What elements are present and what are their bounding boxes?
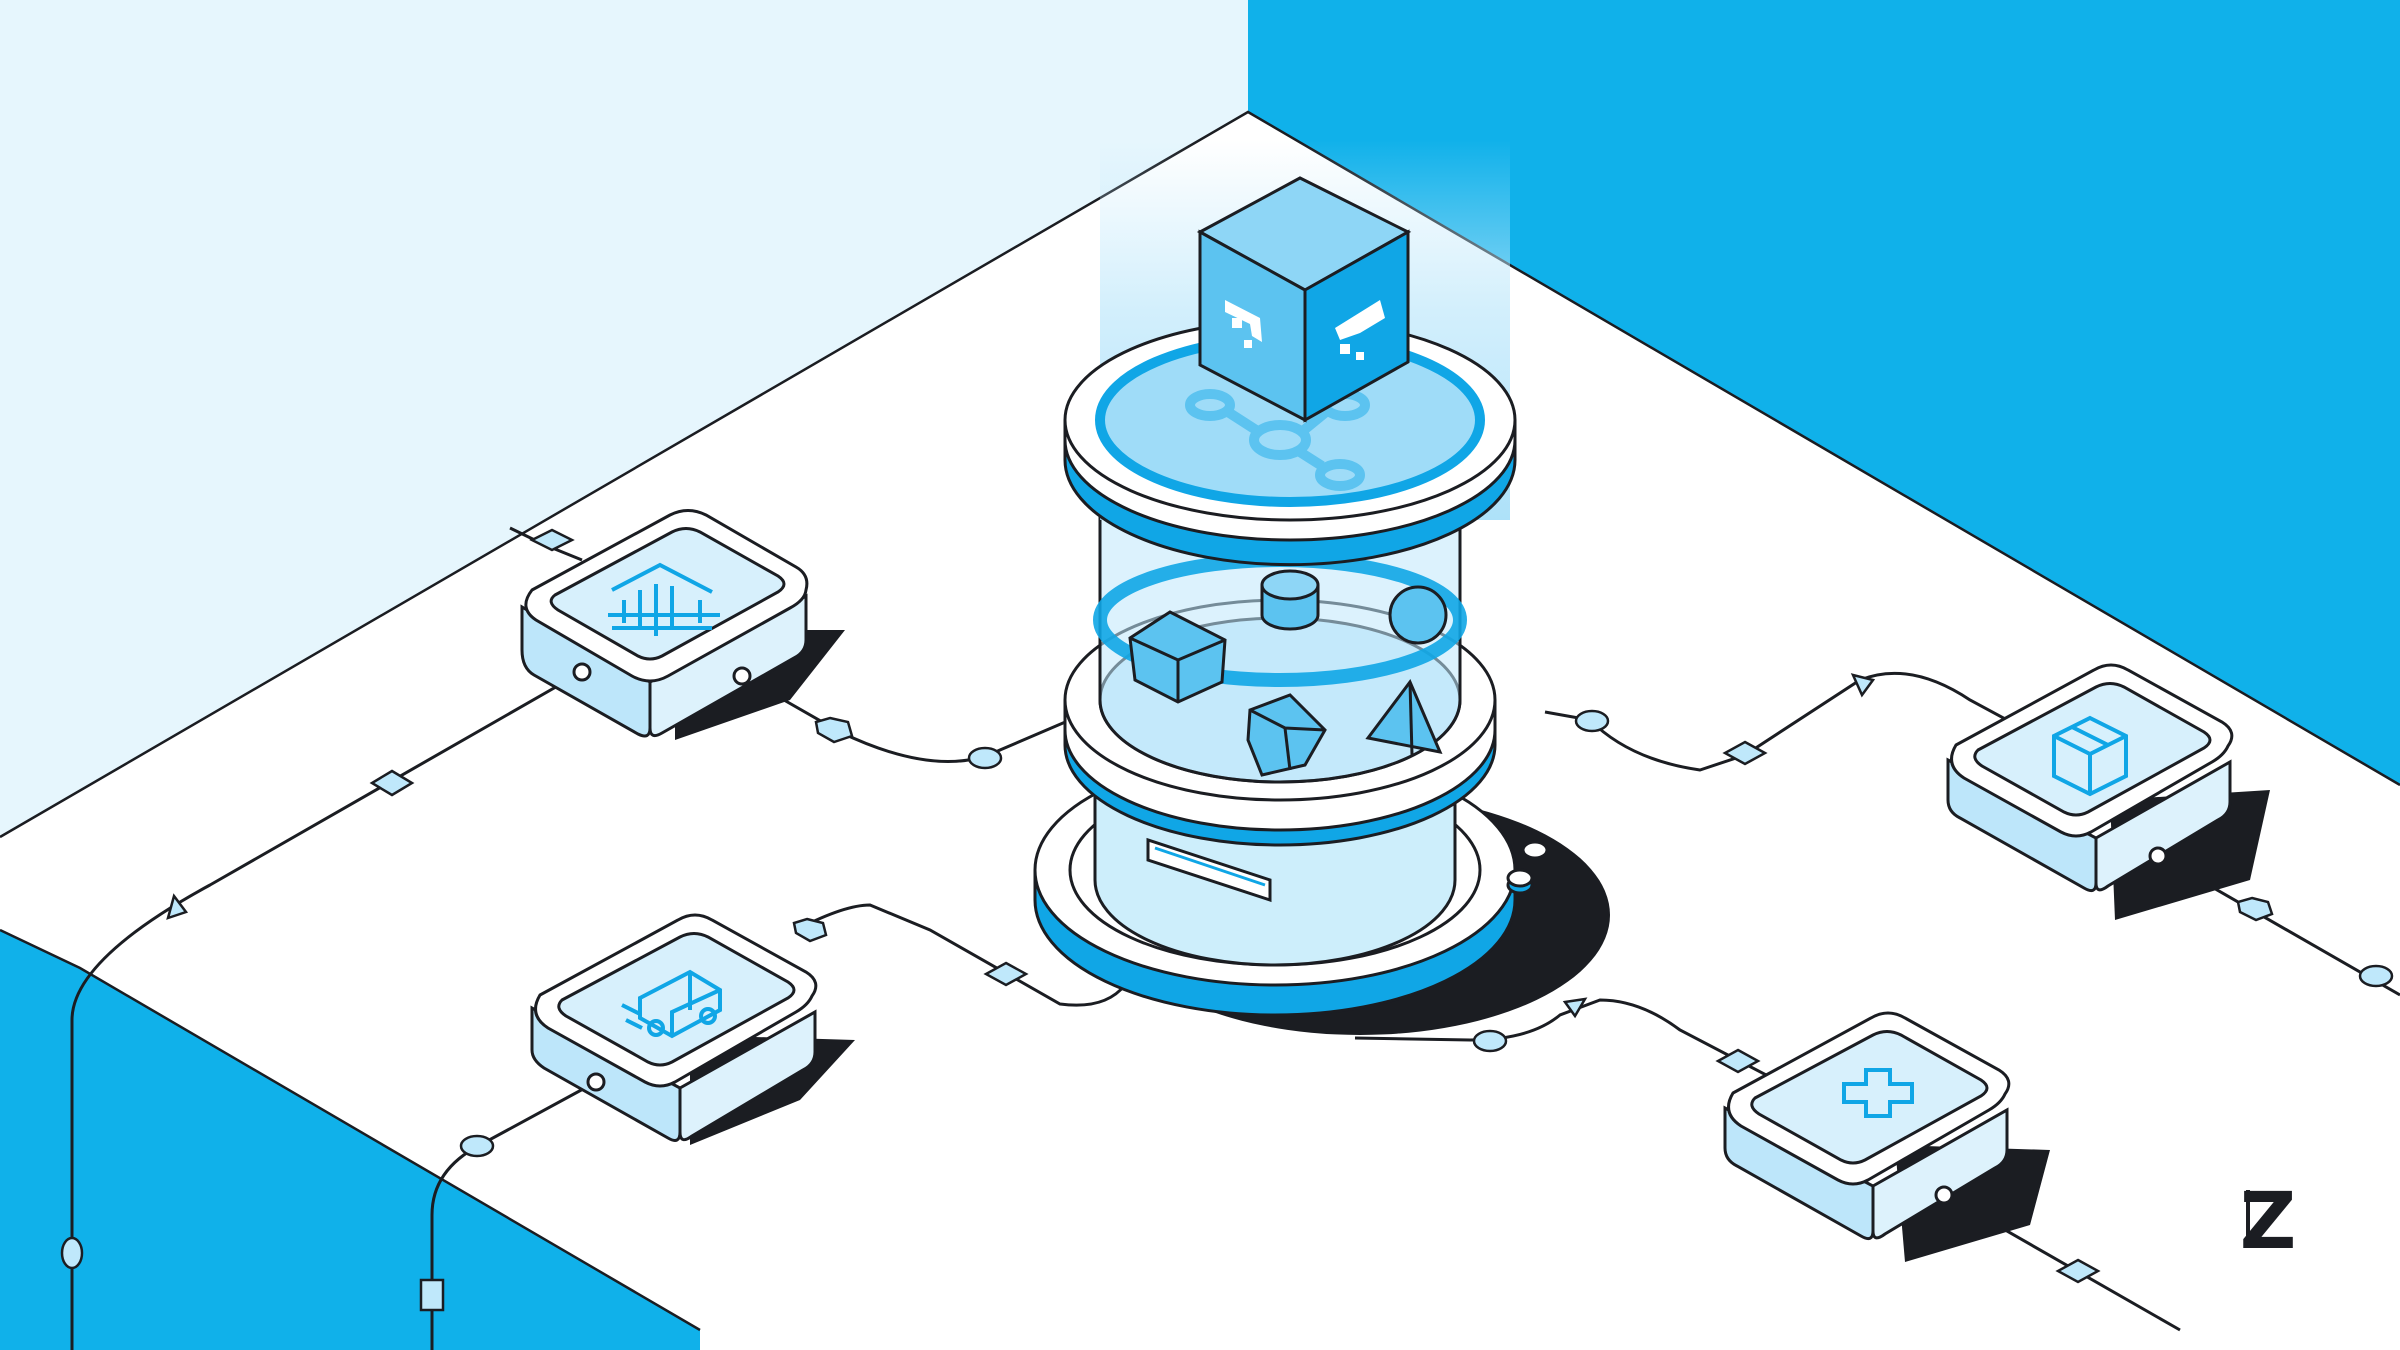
arrow-marker	[1850, 673, 1876, 698]
diamond-marker	[1722, 740, 1768, 766]
square-marker	[419, 1278, 445, 1312]
arrow-marker	[166, 893, 189, 920]
oval-marker	[1472, 1029, 1508, 1053]
diamond-marker	[1715, 1048, 1761, 1074]
brand-logo: Z	[2240, 1177, 2297, 1267]
module-medical	[1723, 1011, 2050, 1262]
delivery-truck-icon	[621, 969, 722, 1039]
oval-marker	[1574, 709, 1610, 733]
connector-markers	[60, 528, 2394, 1312]
oval-marker	[60, 1236, 84, 1270]
diamond-marker	[983, 961, 1029, 987]
floor-edge-left	[0, 930, 80, 1350]
oval-marker	[459, 1134, 495, 1158]
oval-marker	[2358, 964, 2394, 988]
floating-cube	[1128, 610, 1227, 704]
floating-pyramid	[1365, 679, 1443, 755]
hex-marker	[2236, 896, 2274, 922]
diamond-marker	[369, 769, 415, 797]
central-hub	[1033, 140, 1610, 1035]
cube-icon	[1196, 176, 1412, 423]
right-back-wall	[1248, 0, 2400, 785]
plus-cross-icon	[1842, 1068, 1914, 1118]
diamond-marker	[2055, 1258, 2101, 1284]
module-package	[1946, 663, 2270, 920]
package-box-icon	[2052, 715, 2128, 797]
module-delivery	[530, 913, 855, 1145]
floating-sphere	[1388, 585, 1448, 645]
connector-line-3	[799, 903, 1176, 1007]
hex-marker	[792, 917, 828, 943]
hex-marker	[814, 716, 854, 744]
warehouse-icon	[608, 562, 720, 636]
diamond-marker	[529, 528, 575, 552]
connector-line-1	[70, 670, 583, 1350]
floor-edge-front	[80, 968, 700, 1350]
floating-shapes	[1128, 569, 1448, 777]
arrow-marker	[1562, 997, 1588, 1019]
oval-marker	[967, 746, 1003, 770]
left-back-wall	[0, 0, 1248, 837]
module-warehouse	[520, 509, 845, 740]
